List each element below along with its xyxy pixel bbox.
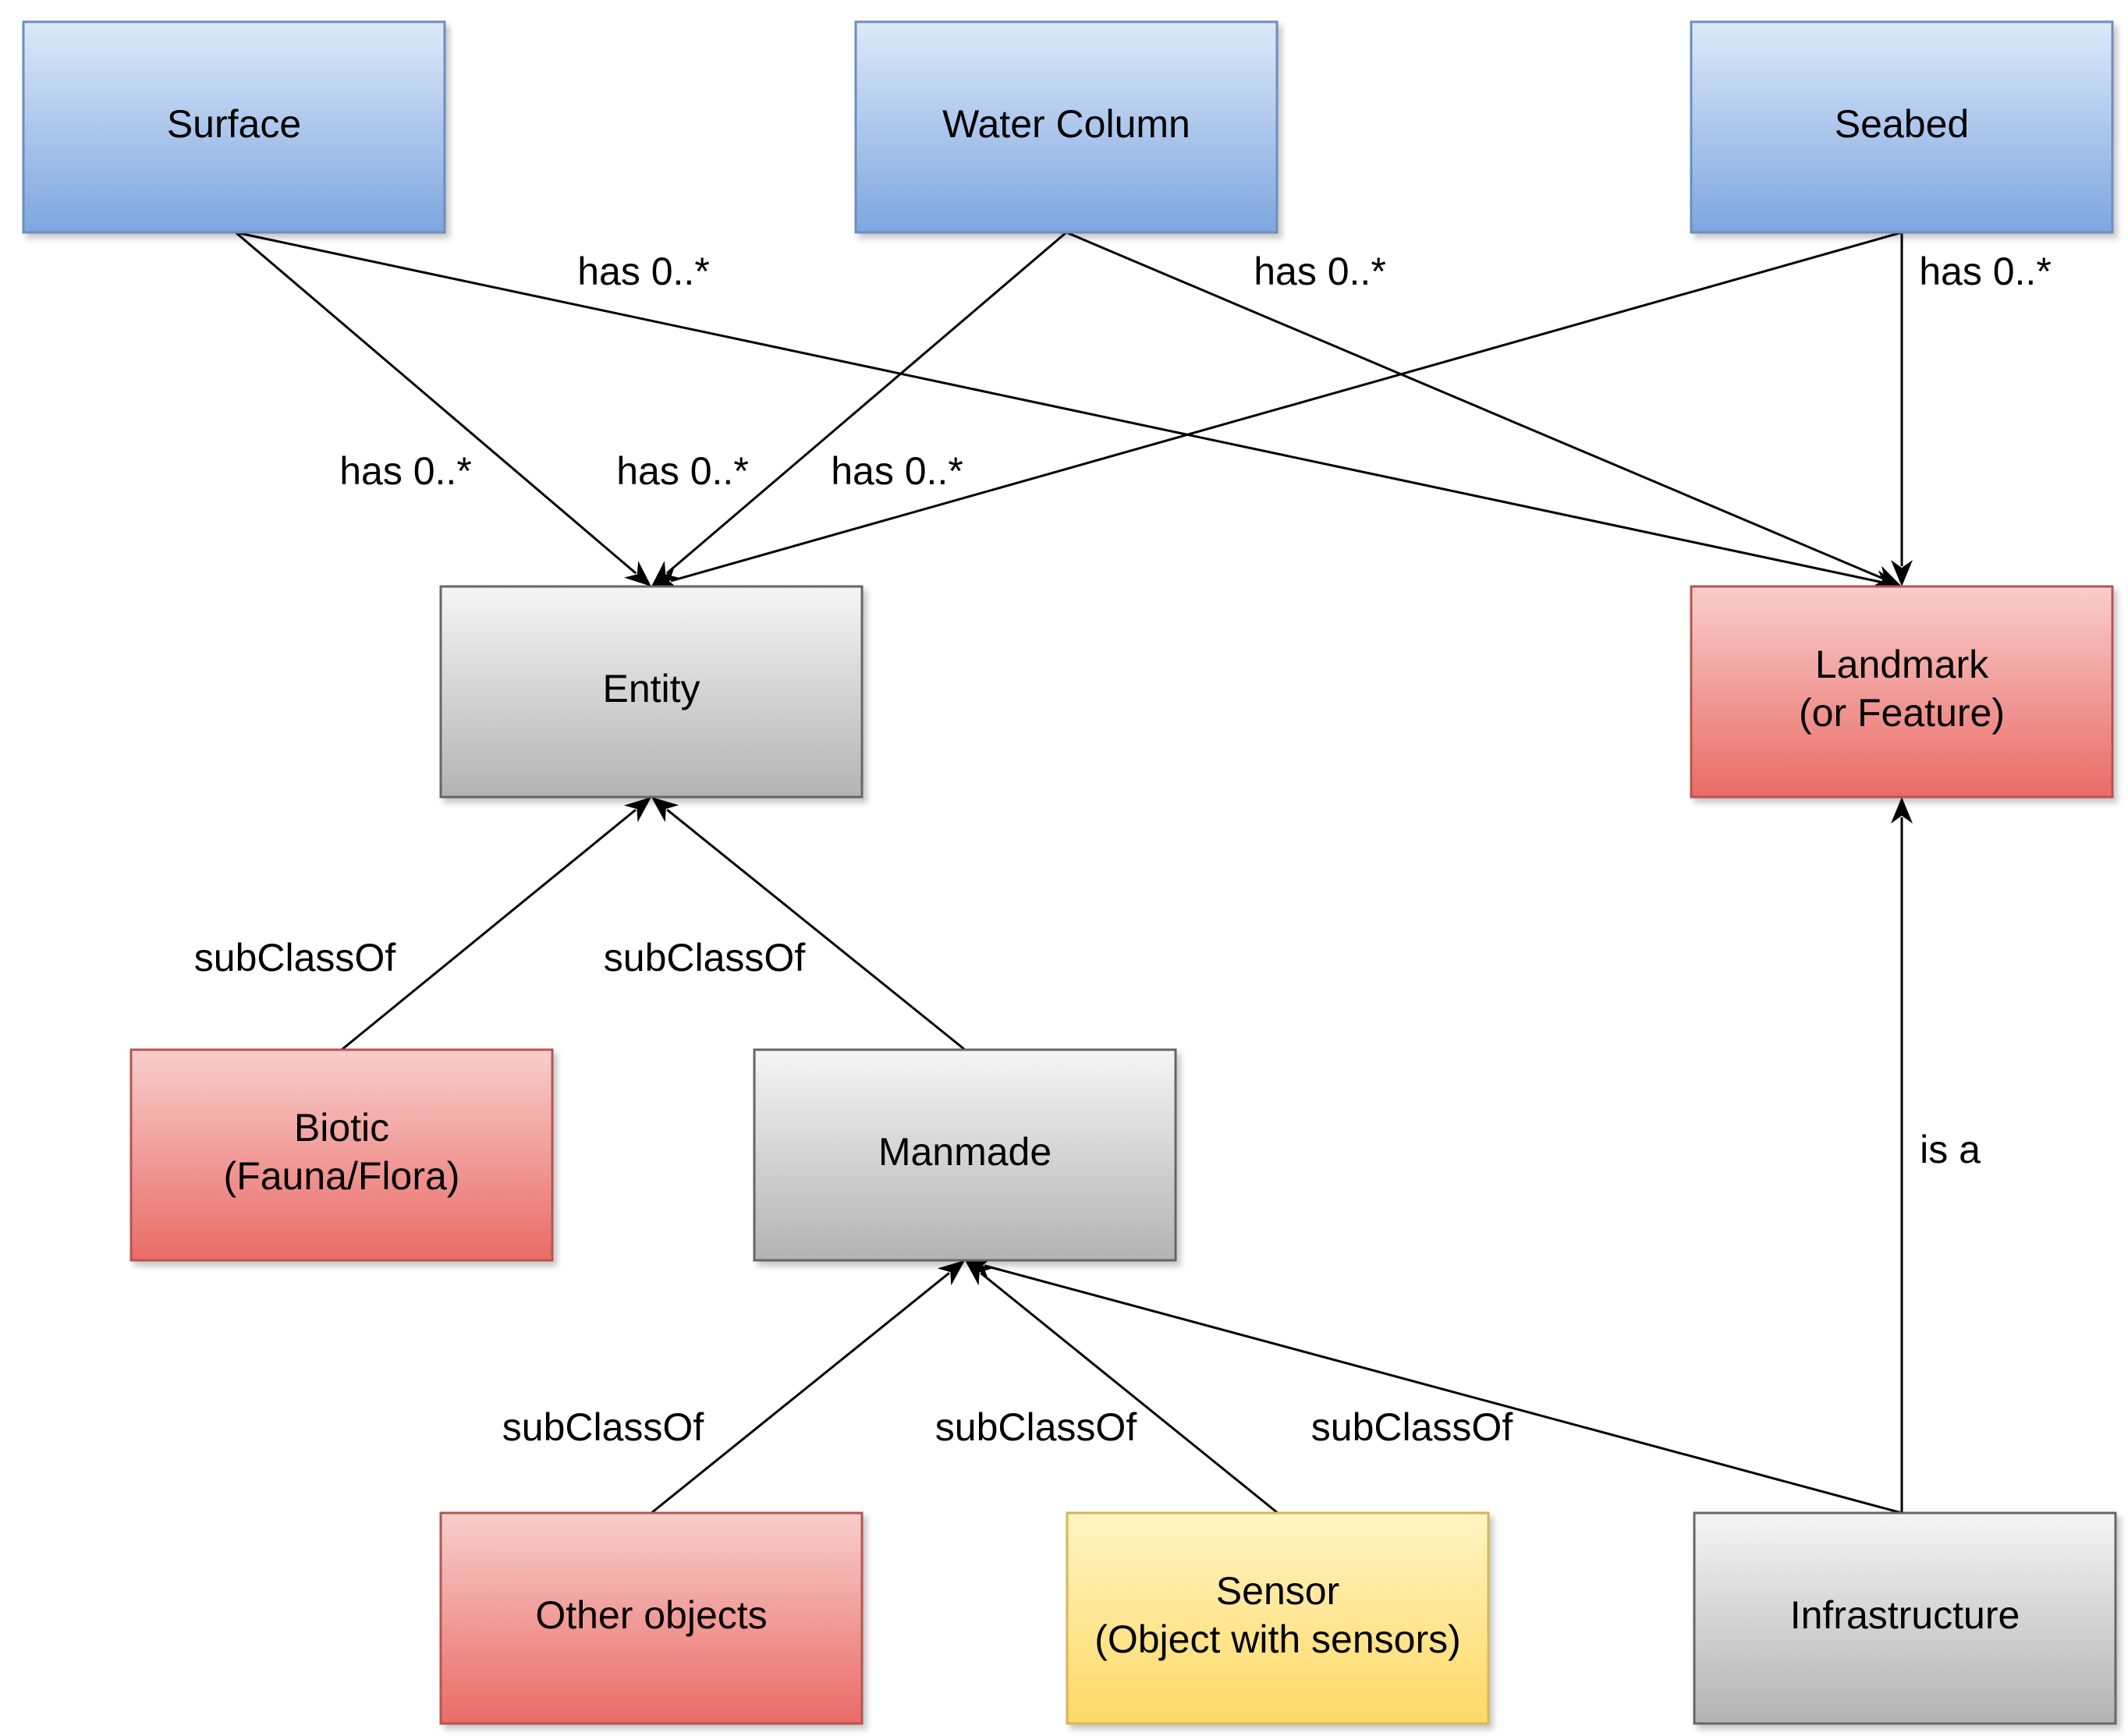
node-label: Biotic [294,1106,389,1150]
node-label: (Fauna/Flora) [224,1154,460,1198]
edge-line [984,1264,1903,1515]
node-box [1690,585,2114,799]
edge-label: has 0..* [1254,250,1386,293]
edge-label: has 0..* [577,250,710,293]
edge-line [235,231,1882,584]
node-water-column[interactable]: Water Column [854,20,1279,234]
edge-water-column-to-landmark [1066,231,1902,586]
arrowhead [965,1256,994,1278]
node-box [1693,1511,2117,1725]
node-surface[interactable]: Surface [22,20,446,234]
node-other-objects[interactable]: Other objects [439,1511,864,1725]
edge-infrastructure-to-landmark [1891,797,1913,1513]
edge-label: subClassOf [502,1405,704,1449]
edges-layer [235,231,1913,1515]
edge-water-column-to-entity [651,231,1067,586]
node-sensor[interactable]: Sensor(Object with sensors) [1066,1511,1490,1725]
edge-line [651,1272,950,1515]
node-seabed[interactable]: Seabed [1690,20,2114,234]
node-box [1690,20,2114,234]
node-landmark[interactable]: Landmark (or Feature) [1690,585,2114,799]
edge-infrastructure-to-manmade [965,1256,1903,1515]
node-box [1066,1511,1490,1725]
node-label: Other objects [535,1593,767,1637]
edge-label: subClassOf [604,936,806,980]
edge-surface-to-entity [235,231,651,586]
edge-labels-layer: has 0..* has 0..* has 0..* has 0..* has 0..*… [194,250,2052,1449]
arrowhead [1873,565,1902,586]
arrowhead [651,561,679,586]
edge-label: has 0..* [1919,250,2052,293]
arrowhead [651,797,679,823]
node-box [439,585,864,799]
edge-label: subClassOf [935,1405,1137,1449]
node-box [753,1048,1177,1262]
edge-manmade-to-entity [651,797,966,1051]
node-label: (or Feature) [1799,691,2005,735]
node-label: Landmark [1815,643,1989,686]
node-label: Infrastructure [1790,1593,2020,1637]
node-infrastructure[interactable]: Infrastructure [1693,1511,2117,1725]
node-entity[interactable]: Entity [439,585,864,799]
edge-label: has 0..* [831,449,963,493]
edge-biotic-to-entity [341,797,651,1051]
node-box [854,20,1279,234]
node-manmade[interactable]: Manmade [753,1048,1177,1262]
node-biotic[interactable]: Biotic(Fauna/Flora) [129,1048,554,1262]
arrowhead [937,1260,965,1286]
edge-sensor-to-manmade [965,1260,1279,1515]
edge-label: is a [1920,1128,1981,1171]
edge-label: subClassOf [194,936,396,980]
arrowhead [1891,797,1913,824]
node-label: Seabed [1835,102,1969,146]
edge-label: subClassOf [1311,1405,1513,1449]
node-label: Surface [167,102,301,146]
arrowhead [1891,560,1913,586]
node-label: Entity [602,667,700,710]
edge-seabed-to-entity [651,231,1903,590]
arrowhead [623,797,651,823]
node-label: (Object with sensors) [1094,1617,1461,1661]
node-box [22,20,446,234]
edge-other-objects-to-manmade [651,1260,965,1515]
edge-line [341,809,637,1051]
edge-label: has 0..* [616,449,749,493]
arrowhead [651,569,680,590]
edge-line [666,809,966,1051]
node-label: Manmade [878,1130,1052,1174]
edge-line [670,231,1903,583]
edge-label: has 0..* [339,449,472,493]
edge-line [665,231,1067,575]
arrowhead [624,561,651,586]
edge-seabed-to-landmark [1891,232,1913,586]
edge-surface-to-landmark [235,231,1902,592]
node-box [129,1048,554,1262]
node-box [439,1511,864,1725]
node-label: Sensor [1216,1569,1339,1613]
edge-line [1066,231,1884,580]
node-label: Water Column [942,102,1190,146]
edge-line [980,1272,1279,1515]
edge-line [235,231,637,575]
